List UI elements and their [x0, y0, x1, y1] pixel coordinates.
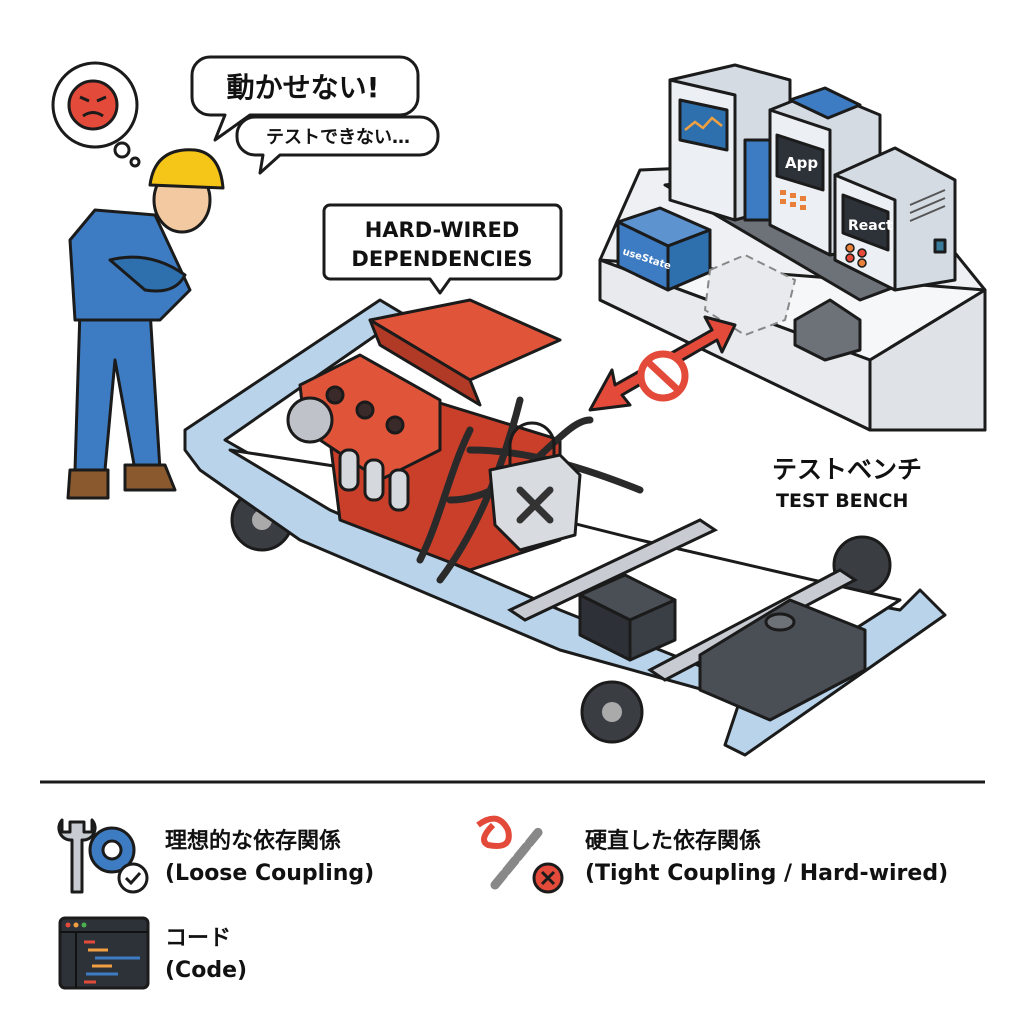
hard-hat	[148, 148, 225, 190]
test-bench: App React useState	[598, 63, 987, 432]
empty-engine-slot	[703, 253, 797, 337]
react-module: React	[833, 146, 957, 292]
wrench-gear-check-icon	[57, 818, 149, 894]
angry-face-icon	[67, 79, 119, 131]
code-window-icon	[58, 916, 150, 990]
legend-loose-jp: 理想的な依存関係	[165, 828, 341, 854]
engine	[286, 298, 644, 584]
knot-chain-x-icon	[476, 815, 564, 894]
speech-bubble-sub: テストできない…	[235, 115, 440, 175]
label-line-1: HARD-WIRED	[365, 218, 520, 242]
speech-sub-text: テストできない…	[266, 127, 410, 148]
legend-tight-jp: 硬直した依存関係	[585, 828, 761, 854]
fuel-tank	[698, 598, 867, 722]
legend-loose-en: (Loose Coupling)	[165, 861, 374, 886]
speech-main-text: 動かせない!	[227, 71, 380, 104]
react-module-label: React	[848, 218, 893, 234]
usestate-module: useState	[616, 206, 712, 292]
legend: 理想的な依存関係 (Loose Coupling) 硬直した依存関係 (Tigh…	[57, 815, 948, 990]
app-module-label: App	[785, 154, 818, 172]
battery	[578, 573, 677, 662]
blocked-connection-arrow	[588, 315, 737, 412]
hard-wired-label: HARD-WIRED DEPENDENCIES	[322, 203, 563, 295]
padlock-icon	[488, 421, 582, 552]
legend-code-en: (Code)	[165, 958, 247, 983]
speech-bubble-main: 動かせない!	[190, 55, 420, 142]
test-bench-title-jp: テストベンチ	[772, 455, 922, 484]
app-module: App	[768, 86, 882, 257]
legend-tight-en: (Tight Coupling / Hard-wired)	[585, 861, 948, 886]
legend-code-jp: コード	[165, 926, 231, 951]
worker	[51, 61, 225, 500]
test-bench-title-en: TEST BENCH	[776, 490, 908, 512]
label-line-2: DEPENDENCIES	[351, 247, 532, 271]
